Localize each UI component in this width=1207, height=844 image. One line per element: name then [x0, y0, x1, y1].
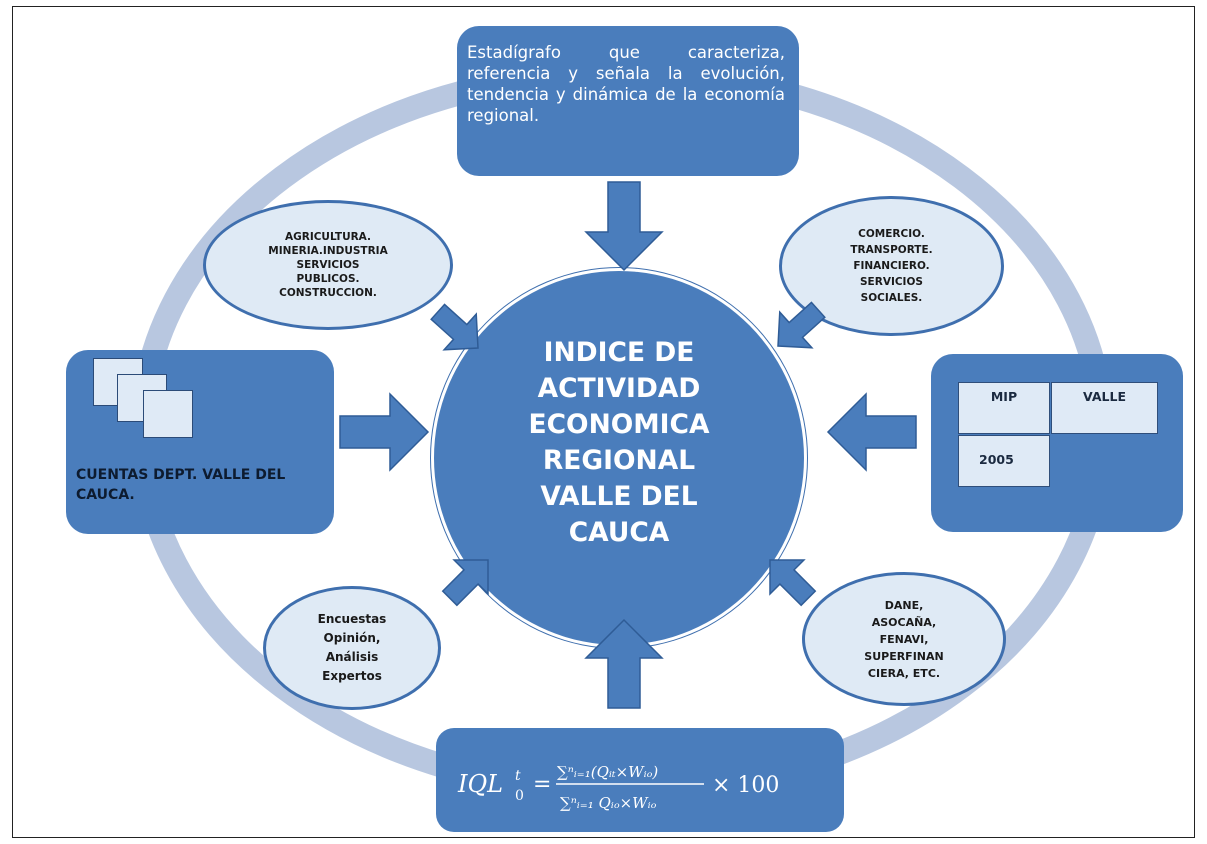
cuentas-label: CUENTAS DEPT. VALLE DEL CAUCA. — [76, 467, 286, 503]
top-description-text: Estadígrafo que caracteriza, referencia … — [467, 43, 785, 125]
formula-equals: = — [533, 772, 551, 797]
formula-box: IQL t 0 = ∑ⁿᵢ₌₁(Qᵢₜ×Wᵢₒ) ∑ⁿᵢ₌₁ Qᵢₒ×Wᵢₒ ×… — [436, 728, 844, 832]
arrow-diagonal-icon — [752, 542, 826, 616]
central-index-title: INDICE DE ACTIVIDAD ECONOMICA REGIONAL V… — [528, 337, 710, 548]
arrow-diagonal-icon — [761, 291, 835, 365]
formula-lhs: IQL — [457, 770, 503, 798]
formula-lhs-sub: 0 — [515, 788, 524, 804]
mip-cell: MIP — [958, 382, 1050, 434]
oval-surveys-label: Encuestas Opinión, Análisis Expertos — [317, 612, 387, 683]
oval-sectors-primary-label: AGRICULTURA. MINERIA.INDUSTRIA SERVICIOS… — [268, 231, 388, 299]
mip-box: MIP VALLE 2005 — [931, 354, 1183, 532]
formula-lhs-sup: t — [515, 768, 521, 784]
oval-surveys: Encuestas Opinión, Análisis Expertos — [263, 586, 441, 710]
oval-sectors-services-label: COMERCIO. TRANSPORTE. FINANCIERO. SERVIC… — [850, 228, 933, 304]
year-cell: 2005 — [958, 435, 1050, 487]
cuentas-box: CUENTAS DEPT. VALLE DEL CAUCA. — [66, 350, 334, 534]
arrow-diagonal-icon — [432, 542, 506, 616]
arrow-left-icon — [827, 393, 917, 471]
formula-numerator: ∑ⁿᵢ₌₁(Qᵢₜ×Wᵢₒ) — [557, 763, 658, 781]
formula-denominator: ∑ⁿᵢ₌₁ Qᵢₒ×Wᵢₒ — [560, 794, 657, 812]
valle-cell: VALLE — [1051, 382, 1158, 434]
top-description-box: Estadígrafo que caracteriza, referencia … — [457, 26, 799, 176]
oval-sources: DANE, ASOCAÑA, FENAVI, SUPERFINAN CIERA,… — [802, 572, 1006, 706]
arrow-diagonal-icon — [421, 293, 495, 367]
figure-frame — [12, 6, 1195, 838]
formula: IQL t 0 = ∑ⁿᵢ₌₁(Qᵢₜ×Wᵢₒ) ∑ⁿᵢ₌₁ Qᵢₒ×Wᵢₒ ×… — [457, 763, 779, 812]
oval-sources-label: DANE, ASOCAÑA, FENAVI, SUPERFINAN CIERA,… — [864, 598, 944, 680]
arrow-up-icon — [585, 619, 663, 709]
formula-multiplier: × 100 — [712, 773, 779, 798]
arrow-down-icon — [585, 181, 663, 271]
arrow-right-icon — [339, 393, 429, 471]
document-icon — [143, 390, 193, 438]
central-index-circle: INDICE DE ACTIVIDAD ECONOMICA REGIONAL V… — [431, 268, 807, 648]
oval-sectors-primary: AGRICULTURA. MINERIA.INDUSTRIA SERVICIOS… — [203, 200, 453, 330]
